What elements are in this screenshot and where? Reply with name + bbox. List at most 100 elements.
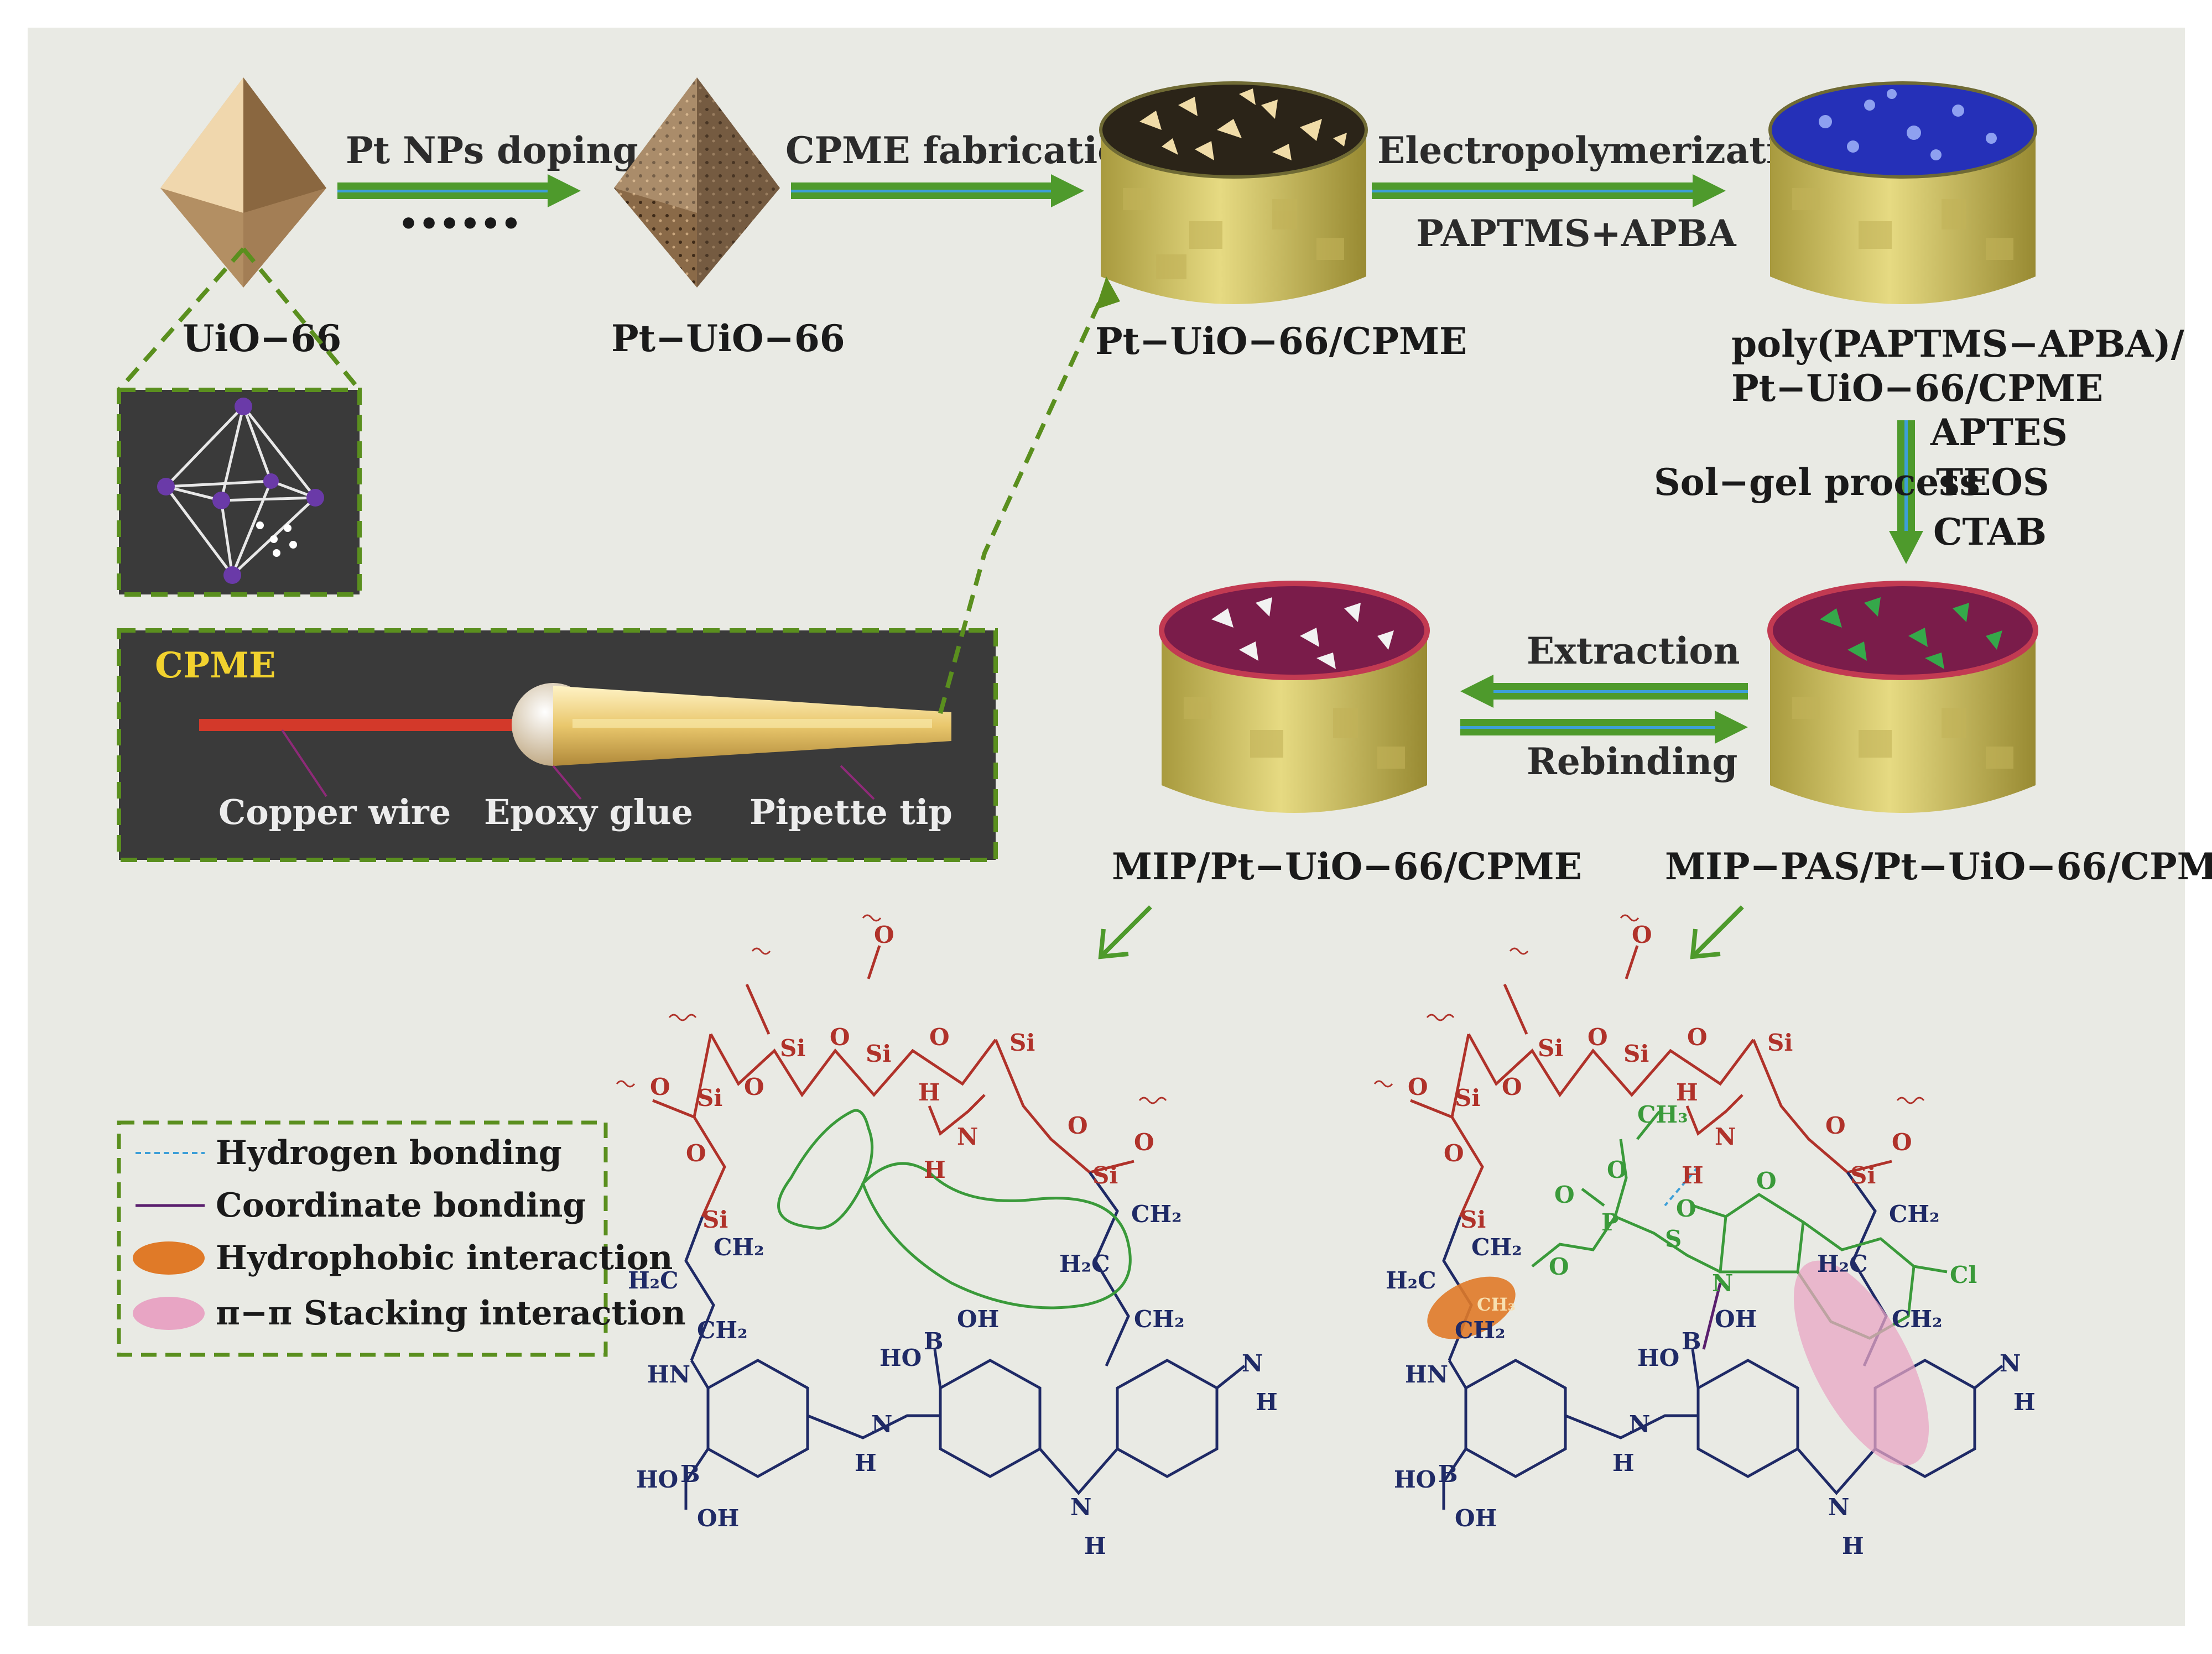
atom-o: O [1825, 1112, 1846, 1139]
atom-n: N [871, 1411, 892, 1438]
group-hn: HN [647, 1361, 690, 1388]
group-ch3: CH₃ [1637, 1101, 1688, 1128]
atom-h: H [1256, 1389, 1278, 1416]
atom-si: Si [1455, 1084, 1480, 1112]
arrow-electropolymerization [1372, 174, 1726, 207]
legend-coord-label: Coordinate bonding [216, 1186, 586, 1225]
atom-si: Si [697, 1084, 722, 1112]
atom-o: O [1554, 1181, 1575, 1208]
group-h2c: H₂C [1386, 1267, 1437, 1294]
group-ho: HO [636, 1466, 678, 1493]
group-ch2: CH₂ [1455, 1317, 1506, 1344]
label-pt-uio66-cpme: Pt−UiO−66/CPME [1095, 320, 1467, 363]
group-oh: OH [697, 1505, 739, 1532]
label-copper-wire: Copper wire [218, 792, 451, 832]
legend [117, 1120, 608, 1357]
atom-o: O [1607, 1156, 1627, 1183]
atom-si: Si [1767, 1029, 1793, 1056]
structure-mip [616, 914, 1246, 1510]
label-mip-pas: MIP−PAS/Pt−UiO−66/CPME [1665, 845, 2212, 888]
group-oh: OH [1715, 1306, 1757, 1333]
atom-o: O [1408, 1073, 1428, 1100]
atom-o: O [1756, 1167, 1777, 1194]
label-paptms-apba: PAPTMS+APBA [1416, 212, 1736, 255]
arrow-extraction [1460, 675, 1748, 708]
atom-o: O [744, 1073, 764, 1100]
label-ctab: CTAB [1933, 510, 2047, 554]
group-oh: OH [957, 1306, 999, 1333]
atom-o: O [1444, 1140, 1464, 1167]
group-ho: HO [879, 1344, 922, 1371]
atom-o: O [874, 921, 894, 948]
atom-n: N [1629, 1411, 1650, 1438]
atom-n: N [1712, 1270, 1733, 1297]
legend-stacking-label: π−π Stacking interaction [216, 1294, 686, 1333]
atom-o: O [1068, 1112, 1088, 1139]
label-extraction: Extraction [1527, 629, 1740, 672]
group-ch3: CH₃ [1477, 1294, 1516, 1315]
group-ch2: CH₂ [1889, 1201, 1940, 1228]
label-electropolymerization: Electropolymerization [1377, 129, 1831, 172]
group-ho: HO [1637, 1344, 1679, 1371]
atom-o: O [1892, 1129, 1912, 1156]
label-pipette-tip: Pipette tip [750, 792, 953, 832]
label-cpme-fabrication: CPME fabrication [785, 129, 1148, 172]
structure-mip-pas-labels: Si Si Si Si Si Si O O O O O O O O H N H … [1386, 921, 2036, 1559]
group-ch2: CH₂ [1131, 1201, 1182, 1228]
group-ho: HO [1394, 1466, 1436, 1493]
atom-si: Si [1460, 1206, 1486, 1233]
label-poly-line1: poly(PAPTMS−APBA)/ [1731, 322, 2185, 366]
structure-mip-labels: Si Si Si Si Si Si O O O O O O O O H N H … [628, 921, 1278, 1559]
label-poly-line2: Pt−UiO−66/CPME [1731, 367, 2103, 410]
atom-h: H [924, 1156, 946, 1183]
atom-p: P [1601, 1209, 1619, 1236]
atom-o: O [929, 1024, 950, 1051]
arrow-doping [337, 174, 581, 207]
label-mip: MIP/Pt−UiO−66/CPME [1112, 845, 1582, 888]
atom-h: H [918, 1079, 940, 1106]
atom-h: H [2013, 1389, 2036, 1416]
atom-s: S [1665, 1225, 1682, 1253]
label-teos: TEOS [1936, 461, 2049, 504]
group-ch2: CH₂ [1134, 1306, 1185, 1333]
atom-n: N [1828, 1494, 1849, 1521]
atom-o: O [830, 1024, 850, 1051]
atom-o: O [1632, 921, 1652, 948]
atom-cl: Cl [1950, 1261, 1977, 1288]
label-aptes: APTES [1930, 411, 2068, 454]
arrow-solgel [1889, 420, 1923, 564]
atom-si: Si [1623, 1040, 1649, 1067]
atom-h: H [1842, 1532, 1864, 1559]
group-oh: OH [1455, 1505, 1497, 1532]
atom-h: H [1676, 1079, 1698, 1106]
label-pt-uio66: Pt−UiO−66 [611, 317, 845, 360]
pointer-mip [1098, 905, 1152, 959]
arrow-fabrication [791, 174, 1084, 207]
atom-si: Si [1092, 1162, 1118, 1189]
atom-h: H [1612, 1449, 1635, 1476]
atom-b: B [924, 1328, 944, 1355]
atom-h: H [1682, 1162, 1704, 1189]
atom-si: Si [1850, 1162, 1876, 1189]
group-hn: HN [1405, 1361, 1448, 1388]
pointer-mip-pas [1690, 905, 1744, 959]
label-solgel: Sol−gel process [1654, 461, 1980, 504]
atom-n: N [1242, 1350, 1263, 1377]
legend-stacking-swatch [133, 1297, 205, 1330]
atom-si: Si [1009, 1029, 1035, 1056]
atom-o: O [1549, 1253, 1569, 1280]
atom-si: Si [702, 1206, 728, 1233]
atom-o: O [650, 1073, 670, 1100]
group-ch2: CH₂ [1471, 1234, 1522, 1261]
atom-o: O [1687, 1024, 1708, 1051]
pt-uio66-crystal [614, 77, 780, 288]
label-pt-doping: Pt NPs doping [346, 129, 638, 172]
atom-n: N [1070, 1494, 1091, 1521]
electrode-mip-pas [1767, 581, 2038, 813]
group-h2c: H₂C [1817, 1250, 1868, 1277]
atom-si: Si [866, 1040, 891, 1067]
cpme-inset [117, 276, 1120, 862]
uio66-inset [117, 247, 362, 597]
uio66-crystal [160, 77, 326, 288]
